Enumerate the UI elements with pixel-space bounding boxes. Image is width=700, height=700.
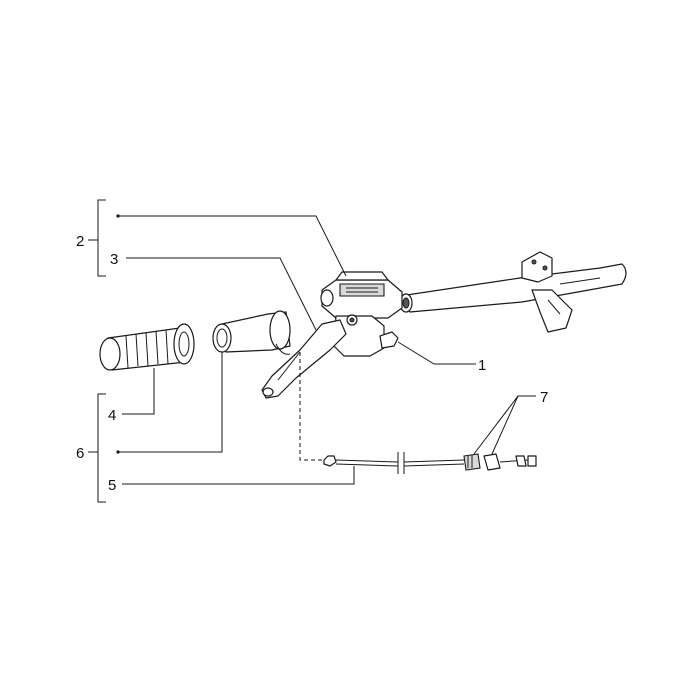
handlebar-tube — [399, 263, 627, 313]
master-cylinder — [320, 271, 403, 319]
callout-2: 2 — [76, 233, 84, 250]
handlebar-grip — [99, 323, 195, 371]
callout-4: 4 — [108, 407, 116, 424]
leader-lines — [88, 199, 536, 503]
callout-5: 5 — [108, 477, 116, 494]
brake-cable — [323, 452, 537, 474]
clamp-block — [333, 314, 399, 357]
callout-7: 7 — [540, 389, 548, 406]
throttle-tube — [212, 310, 291, 355]
callout-1: 1 — [478, 357, 486, 374]
brake-lever — [261, 319, 347, 399]
callout-6: 6 — [76, 445, 84, 462]
callout-3: 3 — [110, 251, 118, 268]
mounting-bracket — [521, 251, 573, 333]
callout-labels: 1 2 3 4 5 6 7 — [76, 233, 548, 494]
